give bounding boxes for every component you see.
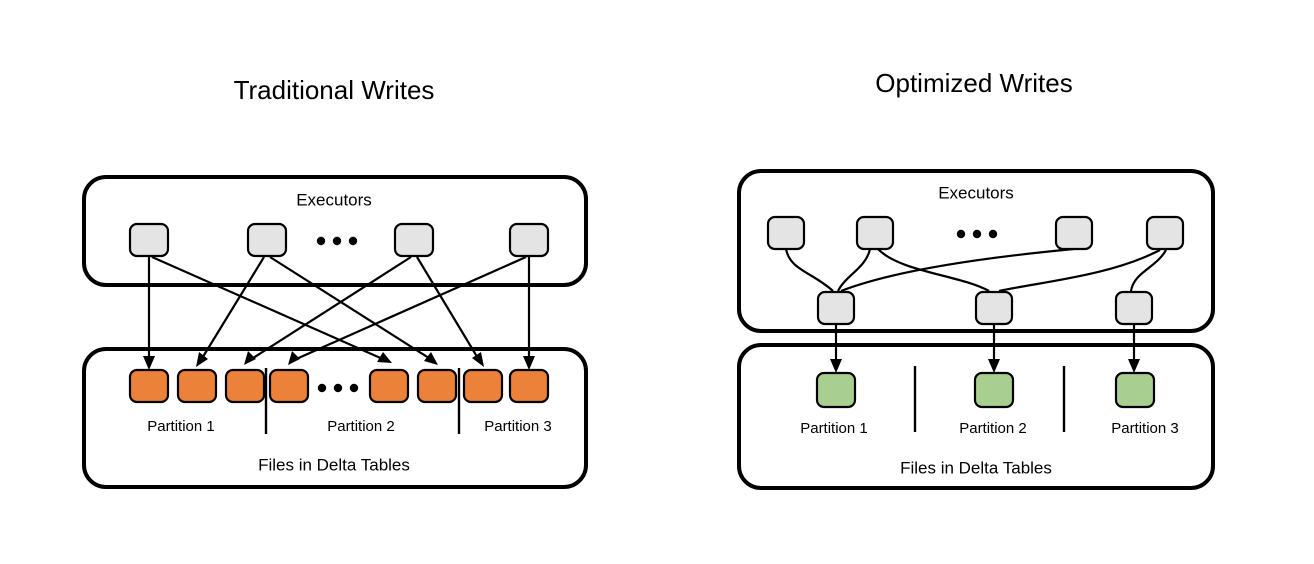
file-box-8-left[interactable] xyxy=(508,368,550,404)
arrowhead-s1-f1 xyxy=(830,359,842,373)
file-box-7-left[interactable] xyxy=(462,368,504,404)
file-box-3-left[interactable] xyxy=(224,368,266,404)
arrowhead-e1-f1 xyxy=(143,356,155,370)
arrowhead-e3-f3 xyxy=(244,351,256,365)
file-box-1-right[interactable] xyxy=(815,371,857,409)
arrowhead-e2-f6 xyxy=(424,352,438,365)
shuffle-curve-e4-s3 xyxy=(1129,249,1167,292)
arrowhead-e4-f8 xyxy=(523,356,535,370)
panel-optimized-writes: Optimized Writes Executors xyxy=(737,68,1215,490)
shuffle-curve-e4-s2 xyxy=(998,249,1161,293)
executor-node-2-left[interactable] xyxy=(246,222,288,258)
ellipsis-executors-left xyxy=(316,236,358,246)
files-box-right xyxy=(737,343,1215,490)
arrowhead-s3-f3 xyxy=(1128,359,1140,373)
partition-label-3-right: Partition 3 xyxy=(1111,420,1179,437)
shuffle-curve-e2-s2 xyxy=(877,248,990,292)
arrowhead-s2-f2 xyxy=(988,359,1000,373)
executors-label-right: Executors xyxy=(938,183,1014,202)
shuffle-node-2-right[interactable] xyxy=(974,290,1014,326)
executors-box-left xyxy=(82,175,588,287)
flow-arrow-e3-f7 xyxy=(416,256,480,361)
partition-label-1-left: Partition 1 xyxy=(147,418,215,435)
shuffle-node-1-right[interactable] xyxy=(816,290,856,326)
files-label-left: Files in Delta Tables xyxy=(258,455,410,474)
flow-arrow-e4-f4 xyxy=(293,255,527,362)
executor-node-4-left[interactable] xyxy=(508,222,550,258)
flow-arrow-e3-f3 xyxy=(249,256,412,361)
shuffle-curve-e1-s1 xyxy=(784,248,834,292)
file-box-6-left[interactable] xyxy=(416,368,458,404)
ellipsis-executors-right xyxy=(956,229,998,239)
page-title-traditional: Traditional Writes xyxy=(234,75,435,105)
file-box-1-left[interactable] xyxy=(128,368,170,404)
executors-container-left: Executors xyxy=(82,175,588,287)
executor-node-4-right[interactable] xyxy=(1145,215,1185,251)
ellipsis-files-left xyxy=(317,383,359,393)
flow-arrow-e2-f6 xyxy=(269,256,433,361)
page-title-optimized: Optimized Writes xyxy=(875,68,1072,98)
shuffle-node-3-right[interactable] xyxy=(1114,290,1154,326)
file-box-3-right[interactable] xyxy=(1114,371,1156,409)
executors-box-right xyxy=(737,169,1215,333)
file-box-4-left[interactable] xyxy=(268,368,310,404)
executors-container-right: Executors xyxy=(737,169,1215,333)
file-box-2-right[interactable] xyxy=(973,371,1015,409)
file-box-5-left[interactable] xyxy=(368,368,410,404)
partition-label-2-left: Partition 2 xyxy=(327,418,395,435)
file-box-2-left[interactable] xyxy=(176,368,218,404)
executor-node-3-right[interactable] xyxy=(1054,215,1094,251)
files-container-left: Partition 1 Partition 2 Partition 3 File… xyxy=(82,347,588,489)
arrowhead-e1-f5 xyxy=(377,352,392,363)
files-container-right: Partition 1 Partition 2 Partition 3 File… xyxy=(737,343,1215,490)
flow-arrow-e1-f5 xyxy=(151,255,386,362)
partition-label-1-right: Partition 1 xyxy=(800,420,868,437)
shuffle-curve-e3-s1 xyxy=(840,247,1075,293)
flow-arrow-e2-f2 xyxy=(200,256,265,361)
panel-traditional-writes: Traditional Writes Executors xyxy=(82,75,588,489)
executor-node-2-right[interactable] xyxy=(855,215,895,251)
executor-node-1-right[interactable] xyxy=(766,215,806,251)
shuffle-curve-e2-s1 xyxy=(837,248,872,292)
files-label-right: Files in Delta Tables xyxy=(900,458,1052,477)
executor-node-3-left[interactable] xyxy=(393,222,435,258)
executor-node-1-left[interactable] xyxy=(128,222,170,258)
partition-label-2-right: Partition 2 xyxy=(959,420,1027,437)
arrowhead-e4-f4 xyxy=(288,351,300,365)
flow-arrows-left xyxy=(143,255,535,370)
flow-arrows-right xyxy=(830,324,1140,373)
arrowhead-e2-f2 xyxy=(196,352,208,367)
partition-label-3-left: Partition 3 xyxy=(484,418,552,435)
arrowhead-e3-f7 xyxy=(472,352,484,367)
executors-label-left: Executors xyxy=(296,190,372,209)
